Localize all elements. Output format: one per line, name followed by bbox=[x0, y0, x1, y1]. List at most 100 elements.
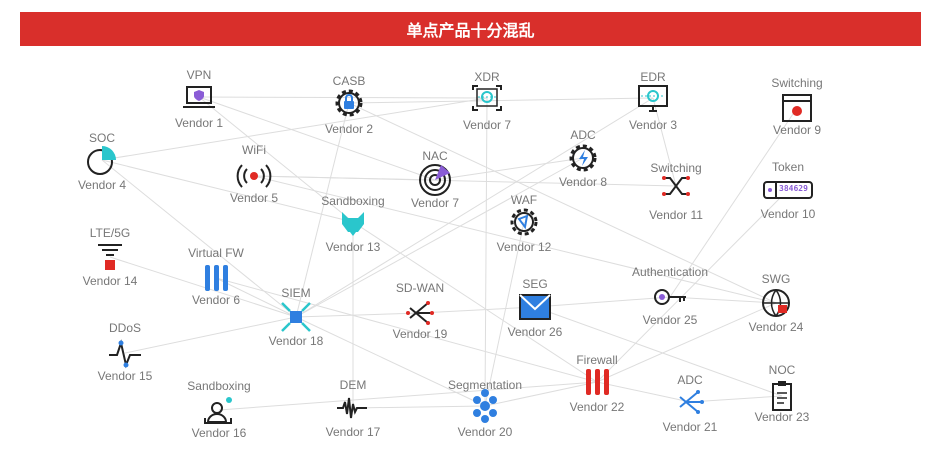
token-icon: 384629 bbox=[762, 172, 814, 208]
vendor-label: Vendor 7 bbox=[462, 118, 512, 132]
hub-icon bbox=[278, 299, 314, 335]
browser-stop-icon bbox=[779, 90, 815, 126]
category-label: SD-WAN bbox=[395, 281, 445, 295]
connection-line bbox=[352, 221, 598, 383]
gear-bolt-icon bbox=[565, 140, 601, 176]
vendor-label: Vendor 12 bbox=[496, 240, 552, 254]
vendor-label: Vendor 20 bbox=[457, 425, 513, 439]
category-label: EDR bbox=[640, 70, 666, 84]
radar-icon bbox=[417, 162, 453, 198]
connection-line bbox=[253, 175, 777, 304]
category-label: WAF bbox=[510, 193, 538, 207]
connection-line bbox=[101, 97, 488, 161]
category-label: SWG bbox=[761, 272, 791, 286]
category-label: Switching bbox=[650, 161, 702, 175]
clipboard-icon bbox=[764, 378, 800, 414]
split-arrows-icon bbox=[402, 295, 438, 331]
category-label: WiFi bbox=[242, 143, 266, 157]
connection-line bbox=[295, 312, 421, 318]
vendor-label: Vendor 8 bbox=[558, 175, 608, 189]
globe-lock-icon bbox=[758, 285, 794, 321]
connection-line bbox=[534, 306, 783, 397]
scan-screen-icon bbox=[469, 80, 505, 116]
connection-line bbox=[596, 302, 777, 383]
vendor-label: Vendor 5 bbox=[229, 191, 279, 205]
category-label: DDoS bbox=[108, 321, 141, 335]
firewall-bars-icon bbox=[198, 260, 234, 296]
vendor-label: Vendor 23 bbox=[754, 410, 810, 424]
category-label: Token bbox=[771, 160, 805, 174]
connection-line bbox=[253, 175, 677, 187]
title-banner: 单点产品十分混乱 bbox=[20, 12, 921, 46]
category-label: SIEM bbox=[281, 286, 311, 300]
connection-line bbox=[419, 306, 536, 314]
vendor-label: Vendor 4 bbox=[77, 178, 127, 192]
connection-line bbox=[198, 96, 436, 181]
split-arrows-blue-icon bbox=[672, 384, 708, 420]
connection-line bbox=[596, 381, 691, 403]
vendor-label: Vendor 7 bbox=[410, 196, 460, 210]
connection-line bbox=[295, 97, 654, 318]
connection-line bbox=[215, 277, 598, 383]
connection-line bbox=[218, 381, 598, 411]
connection-line bbox=[434, 157, 584, 181]
connection-line bbox=[652, 97, 677, 187]
connection-line bbox=[689, 395, 783, 403]
category-label: VPN bbox=[186, 68, 212, 82]
category-label: Authentication bbox=[631, 265, 709, 279]
category-label: CASB bbox=[332, 74, 366, 88]
waveform-icon bbox=[335, 390, 371, 426]
vendor-label: Vendor 6 bbox=[191, 293, 241, 307]
connection-line bbox=[101, 159, 354, 223]
gear-network-icon bbox=[506, 204, 542, 240]
switch-cross-icon bbox=[658, 168, 694, 204]
vendor-label: Vendor 17 bbox=[325, 425, 381, 439]
vendor-label: Vendor 18 bbox=[268, 334, 324, 348]
connection-line bbox=[215, 277, 297, 318]
vendor-label: Vendor 21 bbox=[662, 420, 718, 434]
category-label: ADC bbox=[677, 373, 703, 387]
connection-line bbox=[295, 102, 350, 318]
vendor-label: Vendor 15 bbox=[97, 369, 153, 383]
vendor-label: Vendor 26 bbox=[507, 325, 563, 339]
token-code: 384629 bbox=[779, 184, 808, 193]
category-label: NAC bbox=[422, 149, 448, 163]
connection-line bbox=[669, 296, 777, 304]
sandbox-user-icon bbox=[201, 392, 237, 428]
vendor-label: Vendor 25 bbox=[642, 313, 698, 327]
fox-icon bbox=[335, 204, 371, 240]
vendor-label: Vendor 24 bbox=[748, 320, 804, 334]
connection-line bbox=[484, 97, 488, 407]
category-label: SEG bbox=[522, 277, 548, 291]
gear-lock-icon bbox=[331, 85, 367, 121]
vendor-label: Vendor 16 bbox=[191, 426, 247, 440]
vendor-label: Vendor 19 bbox=[392, 327, 448, 341]
envelope-icon bbox=[517, 289, 553, 325]
category-label: XDR bbox=[474, 70, 500, 84]
category-label: Firewall bbox=[576, 353, 618, 367]
vendor-label: Vendor 9 bbox=[772, 123, 822, 137]
pulse-icon bbox=[107, 335, 143, 371]
connection-line bbox=[484, 381, 598, 407]
connection-line bbox=[124, 316, 297, 354]
connection-line bbox=[534, 296, 671, 308]
connection-line bbox=[669, 107, 798, 298]
category-label: Virtual FW bbox=[188, 246, 244, 260]
vendor-label: Vendor 22 bbox=[569, 400, 625, 414]
connection-line bbox=[198, 96, 488, 99]
category-label: LTE/5G bbox=[89, 226, 131, 240]
hexagon-cluster-icon bbox=[467, 388, 503, 424]
vendor-label: Vendor 2 bbox=[324, 122, 374, 136]
connection-line bbox=[295, 316, 486, 407]
connection-line bbox=[109, 256, 297, 318]
vendor-label: Vendor 10 bbox=[760, 207, 816, 221]
vendor-label: Vendor 14 bbox=[82, 274, 138, 288]
key-icon bbox=[652, 279, 688, 315]
category-label: Sandboxing bbox=[321, 194, 385, 208]
connection-line bbox=[352, 405, 486, 409]
monitor-scan-icon bbox=[635, 80, 671, 116]
category-label: Switching bbox=[771, 76, 823, 90]
category-label: NOC bbox=[768, 363, 796, 377]
connection-line bbox=[596, 189, 789, 383]
